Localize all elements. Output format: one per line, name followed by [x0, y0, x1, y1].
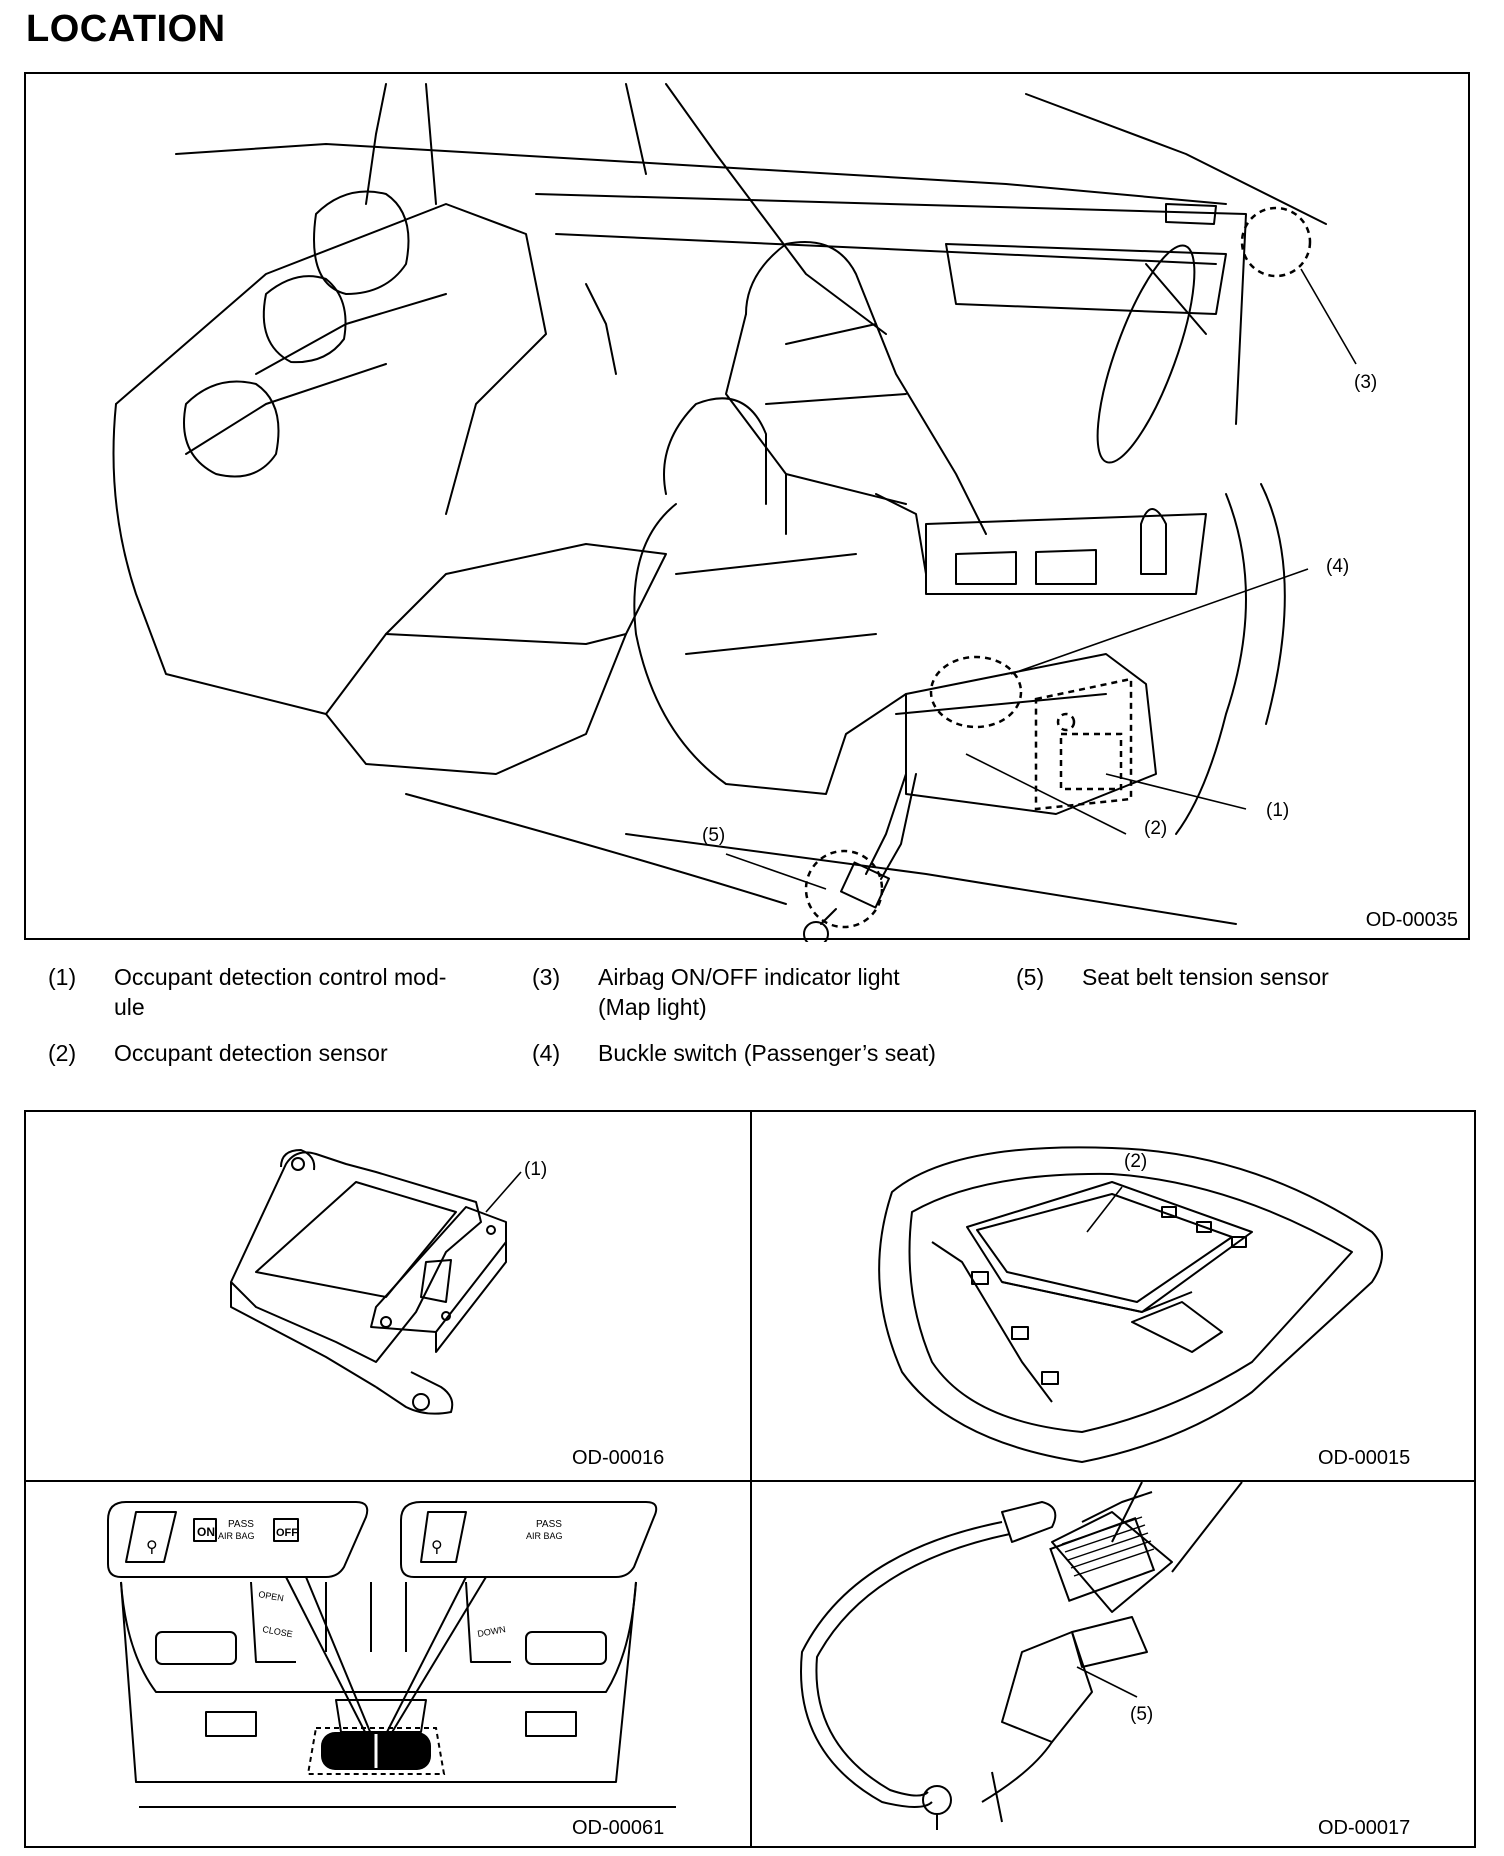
legend-number: (2) [48, 1040, 77, 1066]
detail-figure-detection-sensor: (2) OD-00015 [752, 1112, 1478, 1480]
pass-label: PASS [536, 1519, 562, 1530]
legend-number: (1) [48, 964, 77, 990]
legend-number: (3) [532, 964, 561, 990]
on-indicator-label: ON [197, 1525, 215, 1539]
detail-figure-indicator-light: ON OFF PASS AIR BAG PASS AIR BAG ⚲ ⚲ OPE… [26, 1482, 750, 1850]
callout-1: (1) [524, 1159, 547, 1180]
seatbelt-icon-2-right: ⚲ [431, 1537, 443, 1556]
page-title: LOCATION [26, 8, 226, 50]
airbag-label: AIR BAG [526, 1531, 563, 1541]
figure-code: OD-00035 [1365, 909, 1458, 931]
callout-5: (5) [1130, 1704, 1153, 1725]
legend-description: Airbag ON/OFF indicator light (Map light… [598, 964, 900, 1020]
callout-1: (1) [1266, 800, 1289, 821]
map-light-illustration: ON OFF PASS AIR BAG PASS AIR BAG ⚲ ⚲ OPE… [107, 1501, 676, 1808]
detail-figure-control-module: (1) OD-00016 [26, 1112, 750, 1480]
control-module-illustration: (1) [230, 1149, 547, 1415]
legend-description: Buckle switch (Passenger’s seat) [598, 1040, 936, 1066]
main-figure-frame: (3) (4) (1) (2) (5) OD-00035 [24, 72, 1470, 942]
airbag-label: AIR BAG [218, 1531, 255, 1541]
legend-description: Seat belt tension sensor [1082, 964, 1329, 990]
legend-description: Occupant detection control mod- ule [114, 964, 447, 1020]
grid-divider-vertical [750, 1112, 752, 1846]
open-switch-label: OPEN [258, 1589, 285, 1603]
legend-description: Occupant detection sensor [114, 1040, 388, 1066]
detail-figure-tension-sensor: (5) OD-00017 [752, 1482, 1478, 1850]
figure-code: OD-00015 [1318, 1447, 1411, 1469]
grid-divider-horizontal [26, 1480, 1474, 1482]
callout-4: (4) [1326, 556, 1349, 577]
seatbelt-icon-2-left: ⚲ [146, 1537, 158, 1556]
tension-sensor-illustration: (5) [800, 1482, 1243, 1830]
vehicle-interior-illustration: (3) (4) (1) (2) (5) [112, 83, 1377, 942]
figure-code: OD-00061 [572, 1817, 665, 1839]
callout-5: (5) [702, 825, 725, 846]
callout-2: (2) [1144, 818, 1167, 839]
close-switch-label: CLOSE [262, 1624, 294, 1639]
detail-figures-grid: (1) OD-00016 (2) OD-000 [24, 1110, 1476, 1848]
figure-code: OD-00016 [572, 1447, 665, 1469]
figure-code: OD-00017 [1318, 1817, 1411, 1839]
seat-sensor-illustration: (2) [878, 1146, 1383, 1463]
legend-number: (5) [1016, 964, 1045, 990]
pass-label: PASS [228, 1519, 254, 1530]
callout-2: (2) [1124, 1151, 1147, 1172]
down-switch-label: DOWN [477, 1624, 507, 1639]
callout-3: (3) [1354, 372, 1377, 393]
legend-number: (4) [532, 1040, 561, 1066]
off-indicator-label: OFF [276, 1527, 298, 1539]
